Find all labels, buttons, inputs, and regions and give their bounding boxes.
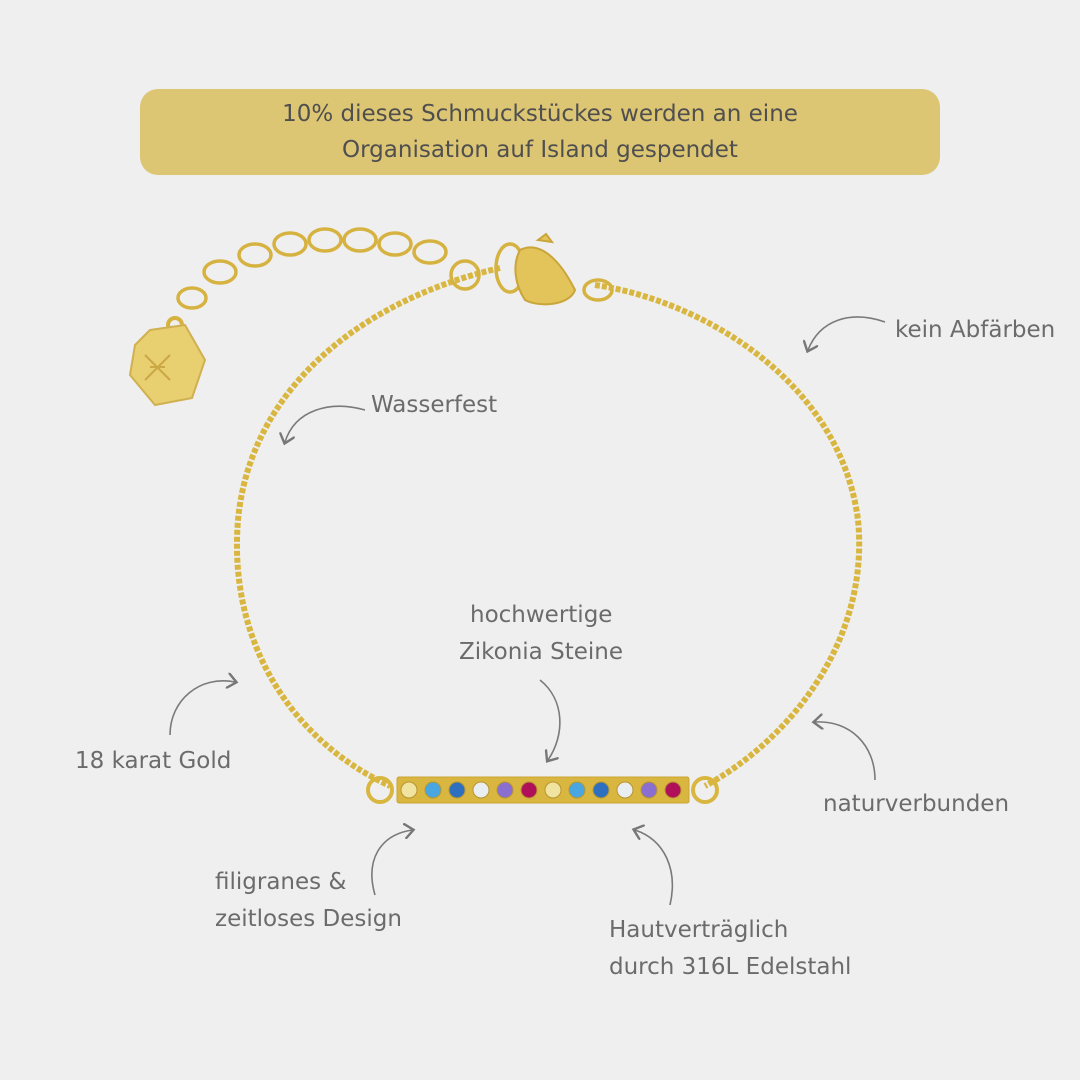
arrow-naturverbunden xyxy=(815,722,876,781)
stone xyxy=(400,781,418,799)
banner-line-2: Organisation auf Island gespendet xyxy=(342,137,738,163)
stone xyxy=(520,781,538,799)
arrow-wasserfest xyxy=(285,405,366,442)
stone-bar xyxy=(396,776,690,804)
label-zirkonia-2: Zikonia Steine xyxy=(459,639,623,665)
label-naturverbunden: naturverbunden xyxy=(823,791,1010,817)
label-haut-1: Hautverträglich xyxy=(609,917,789,943)
arrow-zirkonia xyxy=(539,679,561,760)
stone xyxy=(424,781,442,799)
banner-line-1: 10% dieses Schmuckstückes werden an eine xyxy=(282,101,798,127)
zirconia-stones xyxy=(400,781,682,799)
label-wasserfest: Wasserfest xyxy=(371,392,498,418)
donation-banner: 10% dieses Schmuckstückes werden an eine… xyxy=(140,89,940,175)
logo-icon xyxy=(144,354,171,381)
arrow-design xyxy=(371,830,412,896)
label-haut-2: durch 316L Edelstahl xyxy=(609,954,852,980)
stone xyxy=(640,781,658,799)
arrow-kein-abfaerben xyxy=(808,316,886,350)
chain xyxy=(234,265,863,789)
label-design-1: filigranes & xyxy=(215,869,347,895)
stone xyxy=(592,781,610,799)
label-design-2: zeitloses Design xyxy=(215,906,402,932)
stone xyxy=(664,781,682,799)
label-kein-abfaerben: kein Abfärben xyxy=(895,317,1056,343)
extension-chain xyxy=(176,227,614,310)
lobster-clasp xyxy=(514,232,577,306)
hexagon-charm-tag xyxy=(128,316,207,407)
stone xyxy=(544,781,562,799)
arrow-haut xyxy=(635,830,674,906)
stone xyxy=(496,781,514,799)
stone xyxy=(568,781,586,799)
arrow-gold xyxy=(169,681,235,736)
stone xyxy=(616,781,634,799)
stone xyxy=(472,781,490,799)
label-zirkonia-1: hochwertige xyxy=(470,602,613,628)
stone xyxy=(448,781,466,799)
label-gold: 18 karat Gold xyxy=(75,748,232,774)
